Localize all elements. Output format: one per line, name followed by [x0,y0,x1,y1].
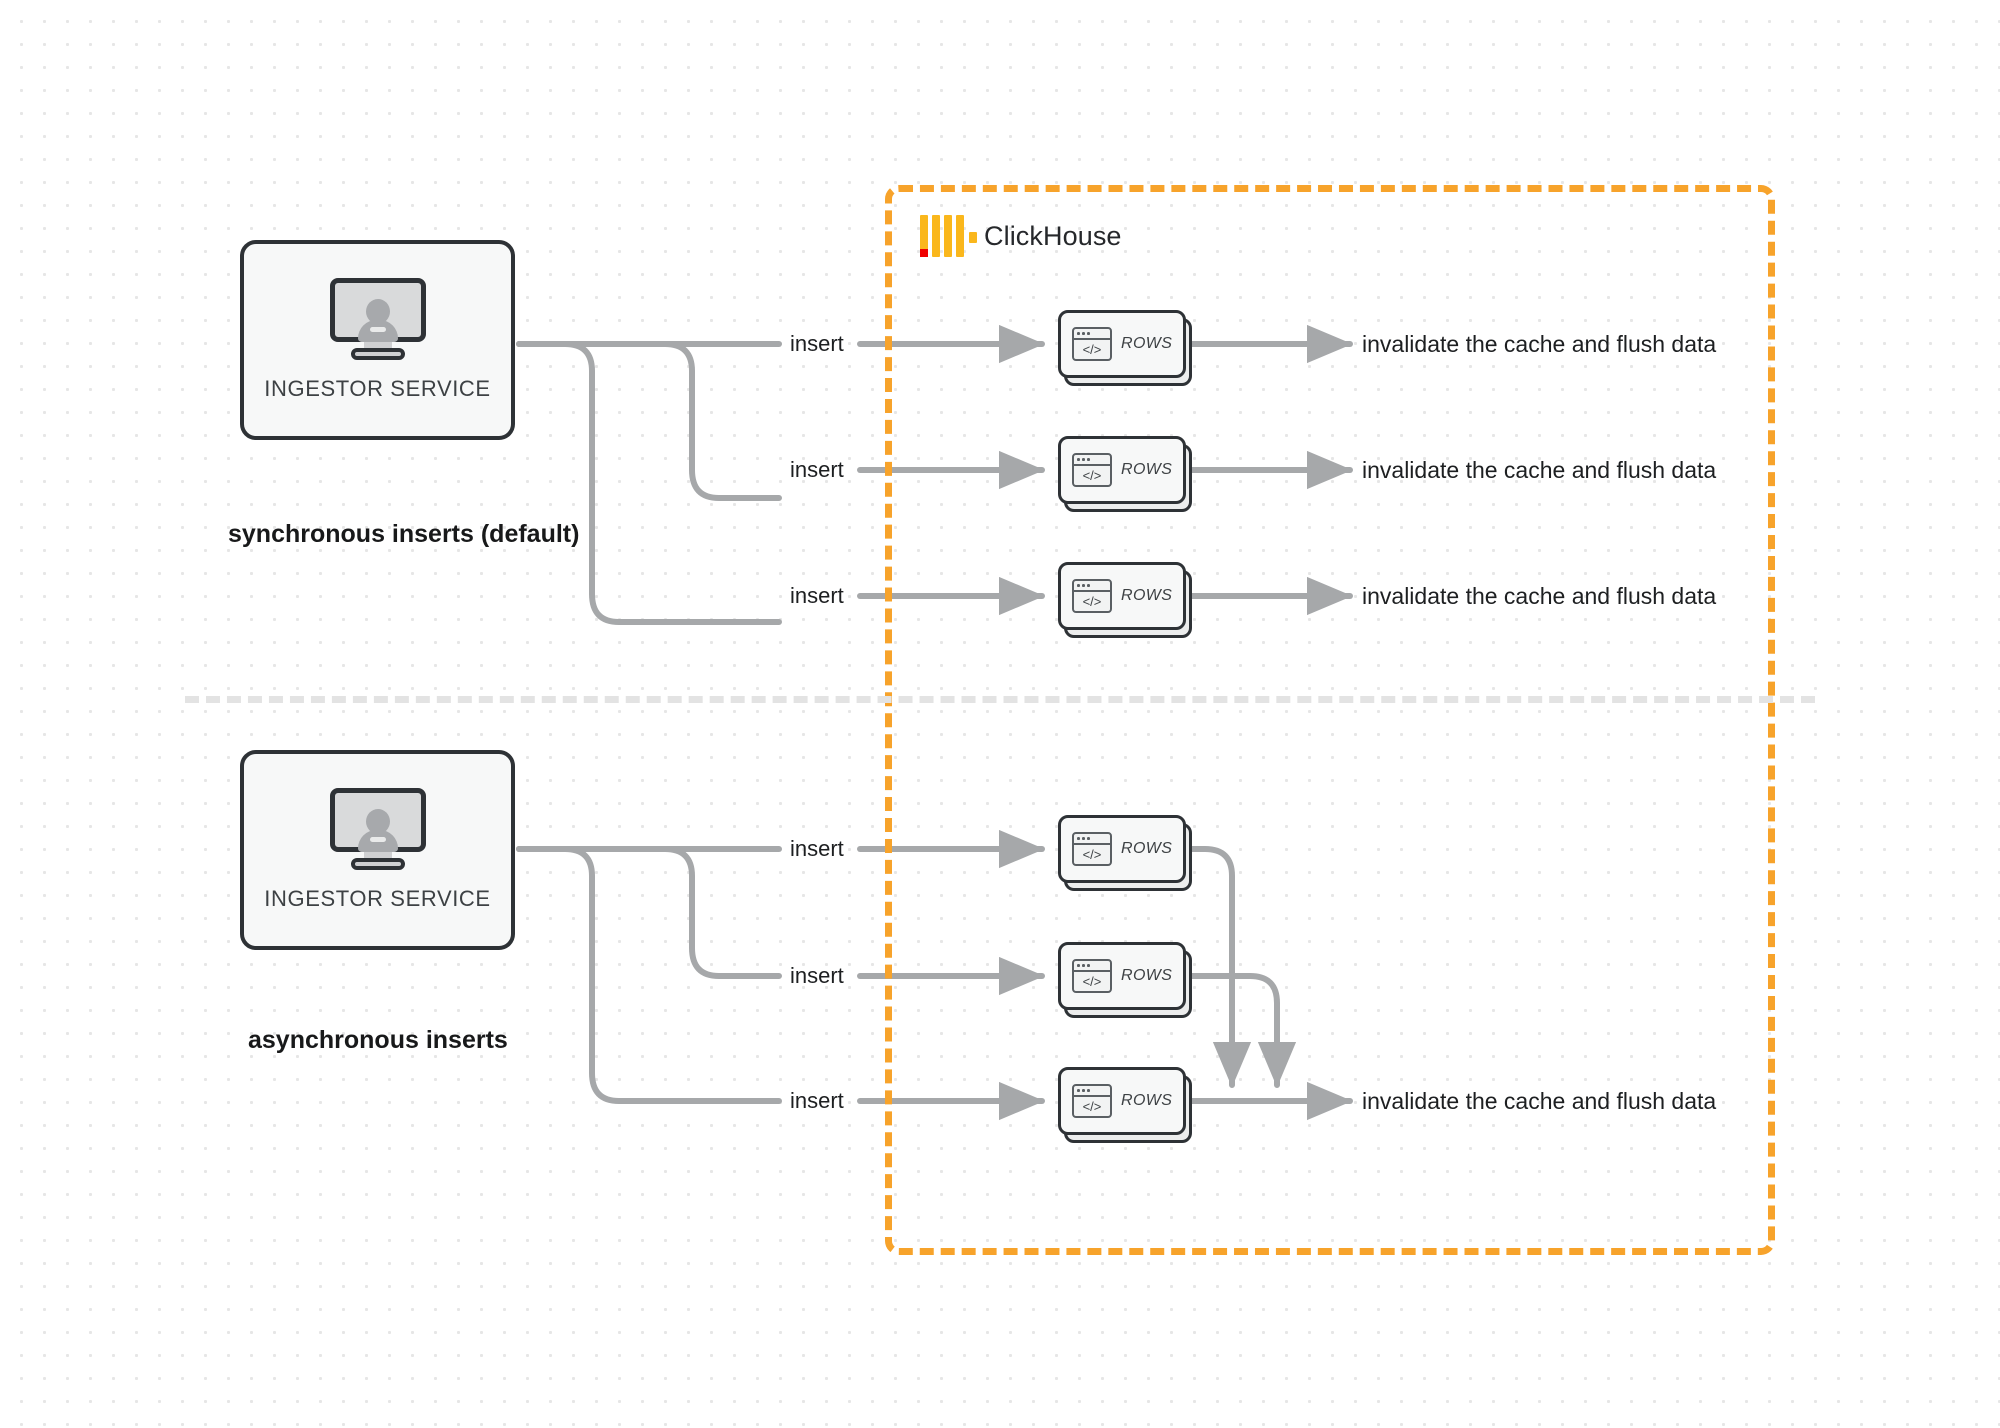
clickhouse-boundary [885,185,1775,1255]
rows-label: ROWS [1121,335,1173,352]
clickhouse-header: ClickHouse [920,215,1122,257]
sync-rows-card-2[interactable]: </> ROWS [1058,436,1192,512]
async-insert-label-2: insert [790,963,844,988]
rows-label: ROWS [1121,587,1173,604]
sync-ingestor-service[interactable]: INGESTOR SERVICE [240,240,515,440]
rows-label: ROWS [1121,1092,1173,1109]
sync-insert-label-1: insert [790,331,844,356]
async-rows-card-1[interactable]: </> ROWS [1058,815,1192,891]
async-caption: asynchronous inserts [248,1026,508,1054]
code-window-icon: </> [1072,327,1112,361]
section-divider [185,696,1815,703]
sync-rows-card-3[interactable]: </> ROWS [1058,562,1192,638]
async-ingestor-service[interactable]: INGESTOR SERVICE [240,750,515,950]
rows-label: ROWS [1121,461,1173,478]
monitor-user-icon [329,788,426,870]
code-window-icon: </> [1072,579,1112,613]
code-window-icon: </> [1072,1084,1112,1118]
sync-outcome-2: invalidate the cache and flush data [1362,457,1717,483]
code-window-icon: </> [1072,959,1112,993]
monitor-user-icon [329,278,426,360]
sync-caption: synchronous inserts (default) [228,520,580,548]
sync-insert-label-3: insert [790,583,844,608]
async-insert-label-1: insert [790,836,844,861]
sync-insert-label-2: insert [790,457,844,482]
async-rows-card-2[interactable]: </> ROWS [1058,942,1192,1018]
code-window-icon: </> [1072,453,1112,487]
sync-rows-card-1[interactable]: </> ROWS [1058,310,1192,386]
rows-label: ROWS [1121,840,1173,857]
async-merged-outcome: invalidate the cache and flush data [1362,1088,1717,1114]
code-window-icon: </> [1072,832,1112,866]
async-rows-card-3[interactable]: </> ROWS [1058,1067,1192,1143]
async-service-label: INGESTOR SERVICE [264,886,491,911]
clickhouse-label: ClickHouse [984,220,1122,251]
clickhouse-logo [920,215,977,257]
sync-service-label: INGESTOR SERVICE [264,376,491,401]
sync-outcome-1: invalidate the cache and flush data [1362,331,1717,357]
async-insert-label-3: insert [790,1088,844,1113]
sync-outcome-3: invalidate the cache and flush data [1362,583,1717,609]
rows-label: ROWS [1121,967,1173,984]
